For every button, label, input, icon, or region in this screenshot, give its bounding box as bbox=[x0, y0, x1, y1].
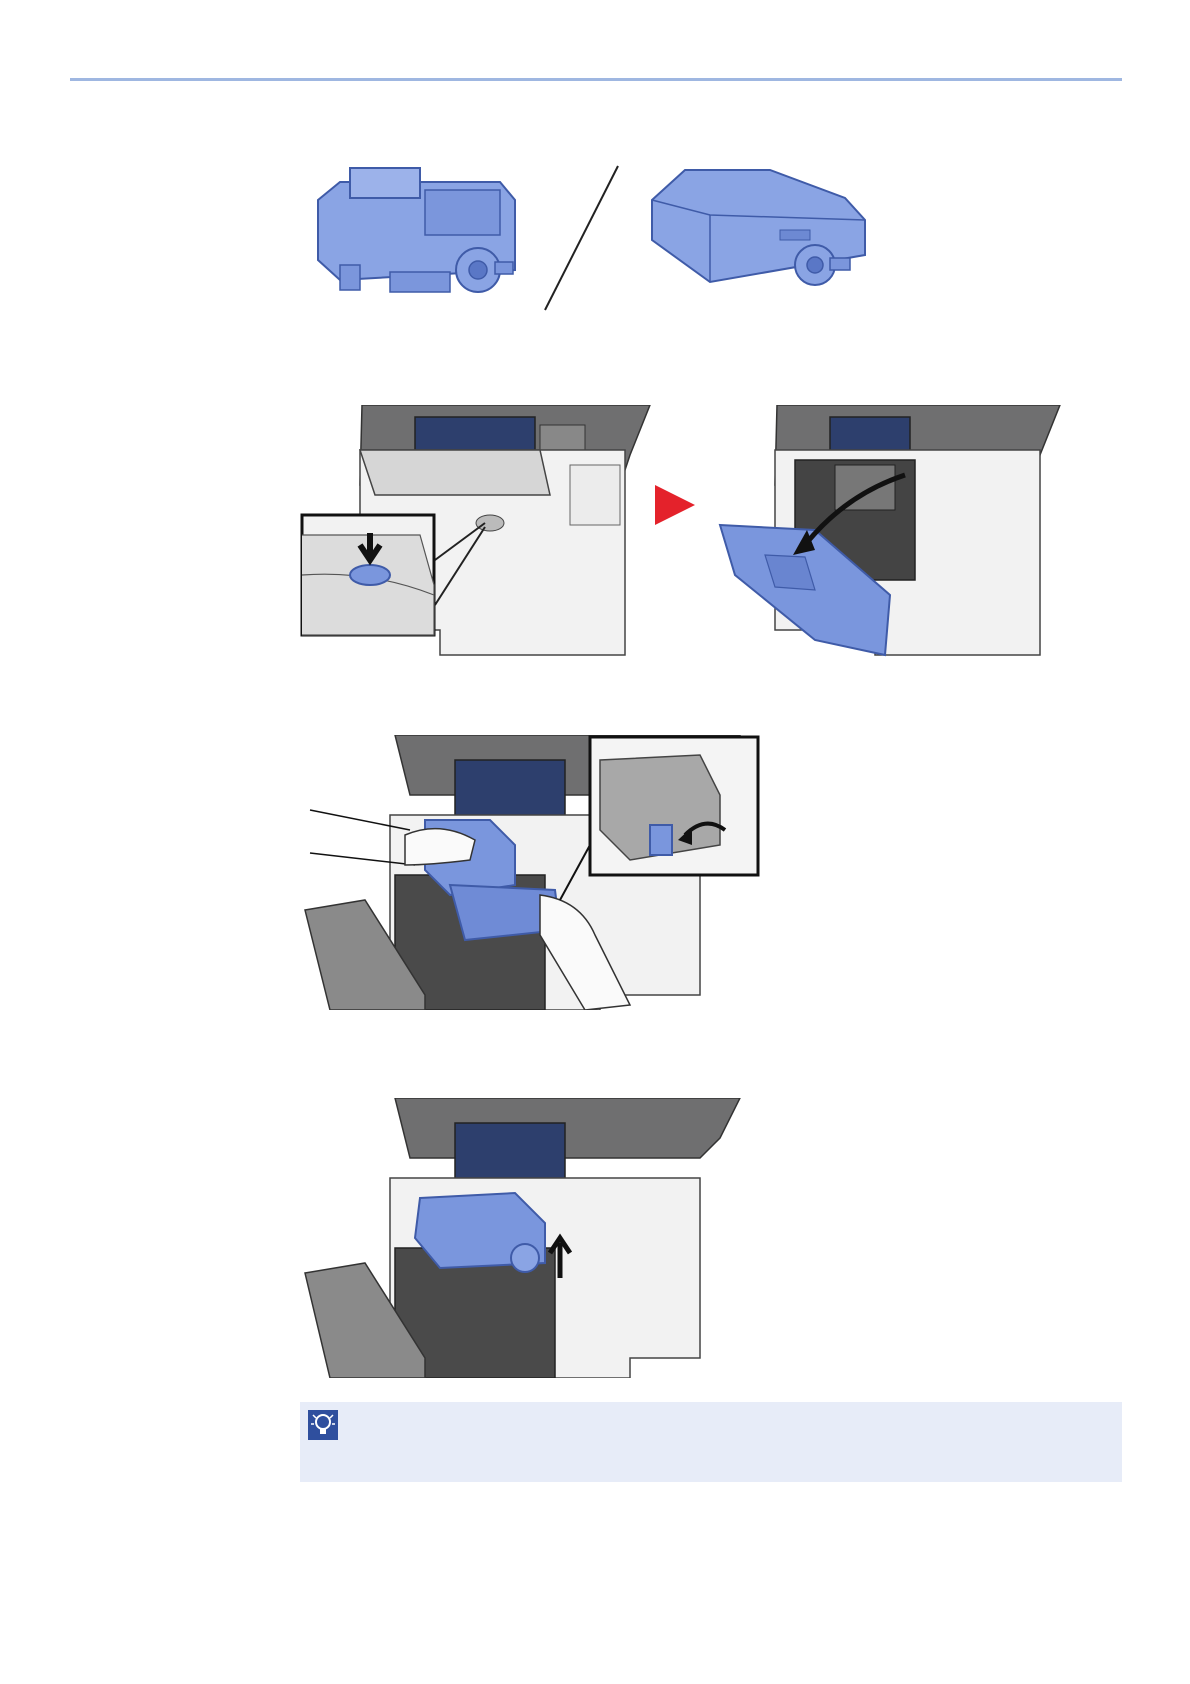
install-toner-container-figure bbox=[300, 1098, 750, 1378]
lock-lever bbox=[650, 825, 672, 855]
lock-lever-inset bbox=[590, 737, 758, 875]
release-button-inset bbox=[302, 515, 434, 635]
printer-open bbox=[720, 405, 1060, 655]
toner-container-type-b bbox=[652, 170, 865, 285]
left-hand bbox=[405, 829, 475, 865]
lightbulb-note-icon bbox=[308, 1410, 338, 1440]
separator-slash bbox=[545, 166, 618, 310]
note-box bbox=[300, 1402, 1122, 1482]
next-step-arrow-icon bbox=[655, 485, 695, 525]
remove-toner-container-figure bbox=[300, 735, 780, 1010]
toner-container-type-a bbox=[318, 168, 515, 292]
header-rule bbox=[70, 78, 1122, 81]
toner-container-types-figure bbox=[300, 160, 900, 330]
open-front-cover-figure bbox=[300, 405, 1130, 660]
release-button bbox=[350, 565, 390, 585]
